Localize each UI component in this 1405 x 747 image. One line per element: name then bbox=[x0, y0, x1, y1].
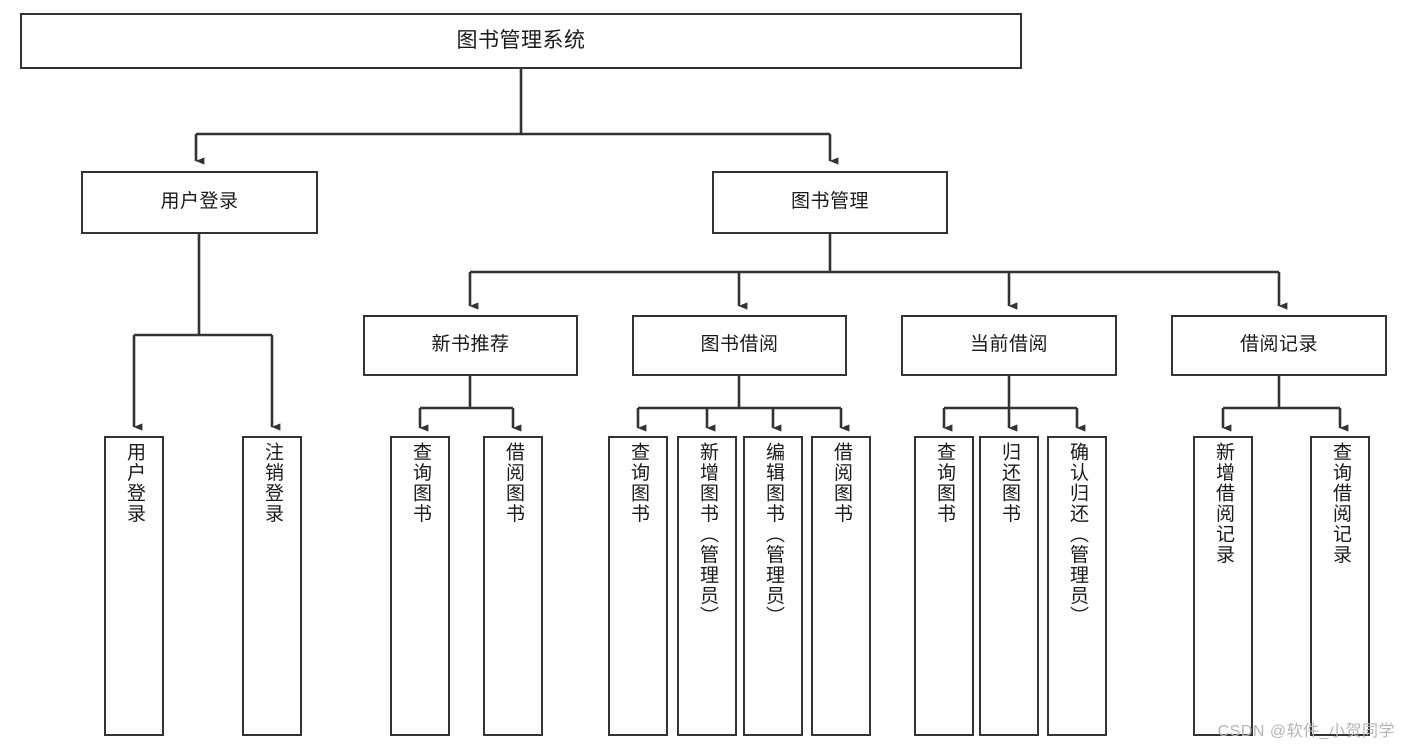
node-leaf-user-login[interactable]: 用户登录 bbox=[104, 436, 164, 736]
node-borrow-record[interactable]: 借阅记录 bbox=[1171, 315, 1387, 376]
node-leaf-confirm-return-admin-label: 确认归还（管理员） bbox=[1066, 442, 1088, 627]
node-leaf-query-book-2[interactable]: 查询图书 bbox=[608, 436, 668, 736]
node-leaf-user-logout[interactable]: 注销登录 bbox=[242, 436, 302, 736]
node-current-borrow-label: 当前借阅 bbox=[969, 334, 1048, 356]
node-leaf-query-borrow-record-label: 查询借阅记录 bbox=[1329, 442, 1351, 565]
node-book-borrow[interactable]: 图书借阅 bbox=[632, 315, 847, 376]
node-new-book-recommend[interactable]: 新书推荐 bbox=[363, 315, 578, 376]
node-leaf-add-book-admin-label: 新增图书（管理员） bbox=[696, 442, 718, 627]
node-current-borrow[interactable]: 当前借阅 bbox=[901, 315, 1117, 376]
node-leaf-borrow-book-1-label: 借阅图书 bbox=[502, 442, 524, 524]
node-leaf-return-book-label: 归还图书 bbox=[998, 442, 1020, 524]
node-leaf-add-borrow-record-label: 新增借阅记录 bbox=[1212, 442, 1234, 565]
node-book-management[interactable]: 图书管理 bbox=[712, 171, 948, 234]
node-leaf-add-book-admin[interactable]: 新增图书（管理员） bbox=[677, 436, 737, 736]
node-leaf-borrow-book-2[interactable]: 借阅图书 bbox=[811, 436, 871, 736]
node-borrow-record-label: 借阅记录 bbox=[1239, 334, 1318, 356]
node-leaf-add-borrow-record[interactable]: 新增借阅记录 bbox=[1193, 436, 1253, 736]
node-new-book-recommend-label: 新书推荐 bbox=[431, 334, 510, 356]
node-leaf-query-book-3[interactable]: 查询图书 bbox=[914, 436, 974, 736]
node-leaf-query-borrow-record[interactable]: 查询借阅记录 bbox=[1310, 436, 1370, 736]
node-leaf-borrow-book-2-label: 借阅图书 bbox=[830, 442, 852, 524]
node-leaf-edit-book-admin[interactable]: 编辑图书（管理员） bbox=[743, 436, 803, 736]
node-root-label: 图书管理系统 bbox=[456, 28, 586, 52]
node-user-login-label: 用户登录 bbox=[160, 191, 239, 213]
node-leaf-query-book-1[interactable]: 查询图书 bbox=[390, 436, 450, 736]
node-leaf-user-logout-label: 注销登录 bbox=[261, 442, 283, 524]
node-book-management-label: 图书管理 bbox=[790, 191, 869, 213]
node-leaf-borrow-book-1[interactable]: 借阅图书 bbox=[483, 436, 543, 736]
node-root-book-management-system[interactable]: 图书管理系统 bbox=[20, 13, 1022, 69]
node-leaf-confirm-return-admin[interactable]: 确认归还（管理员） bbox=[1047, 436, 1107, 736]
node-leaf-return-book[interactable]: 归还图书 bbox=[979, 436, 1039, 736]
node-leaf-query-book-1-label: 查询图书 bbox=[409, 442, 431, 524]
node-user-login[interactable]: 用户登录 bbox=[81, 171, 318, 234]
node-leaf-user-login-label: 用户登录 bbox=[123, 442, 145, 524]
node-leaf-edit-book-admin-label: 编辑图书（管理员） bbox=[762, 442, 784, 627]
node-leaf-query-book-3-label: 查询图书 bbox=[933, 442, 955, 524]
node-leaf-query-book-2-label: 查询图书 bbox=[627, 442, 649, 524]
node-book-borrow-label: 图书借阅 bbox=[700, 334, 779, 356]
